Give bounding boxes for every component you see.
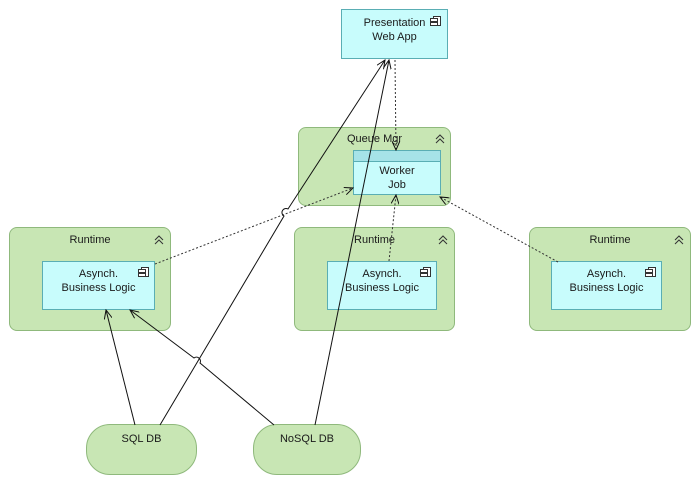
- presentation-label-2: Web App: [372, 31, 417, 43]
- async-label-2b: Business Logic: [345, 282, 419, 294]
- runtime-title-3: Runtime: [589, 234, 631, 246]
- worker-label-2: Job: [388, 179, 406, 191]
- flow-logic1-to-worker: [154, 188, 353, 265]
- async-label-3b: Business Logic: [569, 282, 644, 294]
- access-sql-to-logic1: [106, 310, 136, 426]
- sql-db[interactable]: SQL DB: [86, 424, 197, 475]
- async-label-1a: Asynch.: [78, 268, 119, 280]
- async-business-logic-1[interactable]: Asynch. Business Logic: [42, 261, 155, 310]
- access-nosql-to-logic1: [130, 310, 275, 426]
- queue-mgr-title: Queue Mgr: [346, 133, 403, 145]
- runtime-title-1: Runtime: [69, 234, 111, 246]
- node-chevron-icon: [435, 134, 445, 144]
- nosql-db-label: NoSQL DB: [279, 433, 334, 445]
- component-icon: [430, 16, 441, 26]
- component-icon: [645, 267, 656, 277]
- async-label-1b: Business Logic: [61, 282, 136, 294]
- presentation-label-1: Presentation: [363, 17, 426, 29]
- async-label-2a: Asynch.: [362, 268, 402, 280]
- async-business-logic-2[interactable]: Asynch. Business Logic: [327, 261, 437, 310]
- nosql-db[interactable]: NoSQL DB: [253, 424, 361, 475]
- async-business-logic-3[interactable]: Asynch. Business Logic: [551, 261, 662, 310]
- sql-db-label: SQL DB: [121, 433, 162, 445]
- node-chevron-icon: [674, 235, 684, 245]
- flow-logic3-to-worker: [440, 197, 559, 263]
- node-chevron-icon: [438, 235, 448, 245]
- async-label-3a: Asynch.: [586, 268, 627, 280]
- flow-presentation-to-worker: [395, 59, 396, 150]
- worker-header-band: [354, 151, 440, 162]
- presentation-web-app[interactable]: Presentation Web App: [341, 9, 448, 59]
- component-icon: [420, 267, 431, 277]
- access-sql-to-presentation: [159, 60, 385, 426]
- worker-label-1: Worker: [379, 165, 415, 177]
- access-nosql-to-presentation: [314, 60, 389, 426]
- flow-logic2-to-worker: [388, 195, 396, 262]
- runtime-title-2: Runtime: [354, 234, 395, 246]
- component-icon: [138, 267, 149, 277]
- node-chevron-icon: [154, 235, 164, 245]
